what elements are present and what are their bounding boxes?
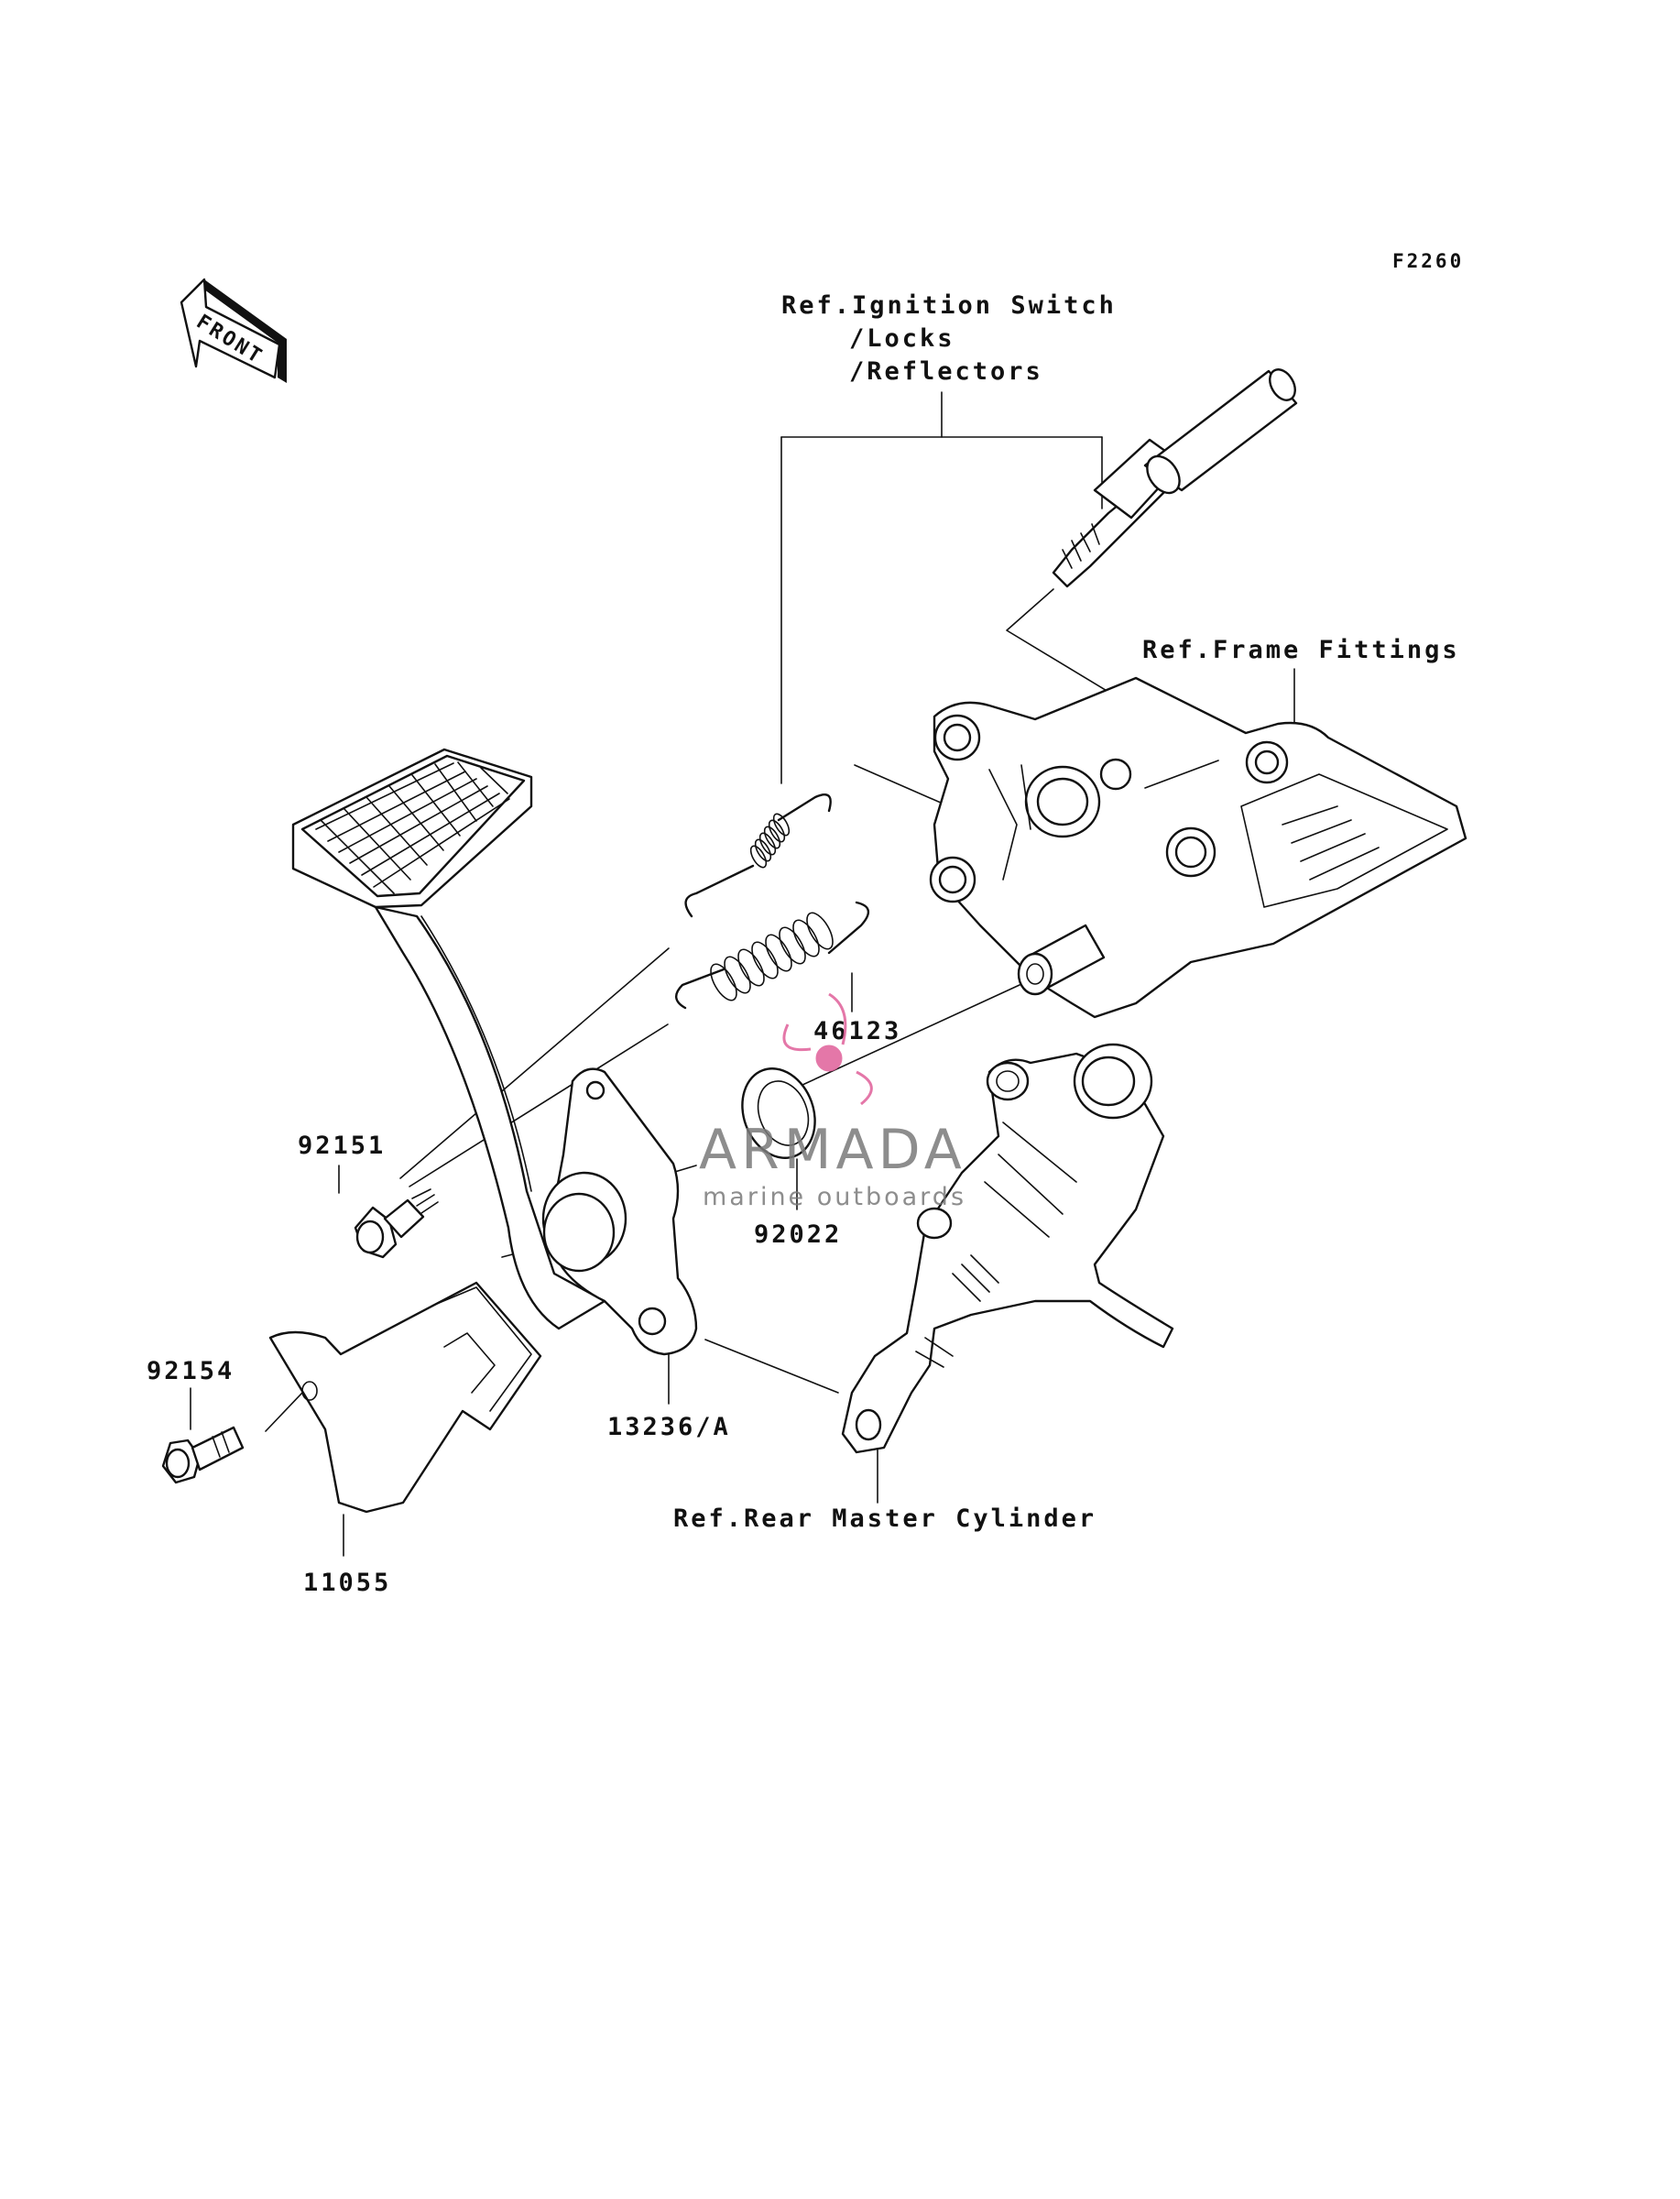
ref-ignition-switch-label: Ref.Ignition Switch (781, 291, 1117, 320)
part-number-92022: 92022 (754, 1220, 842, 1249)
armada-watermark: ARMADA marine outboards (699, 992, 966, 1211)
watermark-brand: ARMADA (699, 1118, 966, 1182)
diagram-code: F2260 (1392, 250, 1464, 272)
return-spring-small (684, 793, 832, 918)
return-spring-46123 (675, 901, 869, 1010)
part-number-92151: 92151 (298, 1132, 386, 1160)
part-number-13236a: 13236/A (607, 1413, 731, 1441)
washer-92022 (741, 1067, 816, 1159)
watermark-tagline: marine outboards (703, 1183, 966, 1211)
propeller-logo-icon (782, 992, 873, 1106)
ref-reflectors-label: /Reflectors (849, 357, 1043, 386)
rear-master-cylinder (841, 1043, 1174, 1454)
bolt-92151 (354, 1188, 439, 1259)
front-arrow-icon: FRONT (180, 278, 287, 383)
part-number-11055: 11055 (303, 1569, 391, 1597)
bolt-92154 (161, 1426, 245, 1484)
bracket-11055 (268, 1281, 542, 1514)
ref-rear-master-cylinder-label: Ref.Rear Master Cylinder (673, 1504, 1096, 1533)
part-number-46123: 46123 (813, 1017, 901, 1045)
ref-frame-fittings-label: Ref.Frame Fittings (1142, 636, 1460, 664)
brake-pedal (291, 748, 698, 1356)
part-number-92154: 92154 (147, 1357, 235, 1385)
frame-fitting (929, 676, 1467, 1019)
brake-light-switch (1052, 368, 1298, 588)
ref-locks-label: /Locks (849, 324, 955, 353)
